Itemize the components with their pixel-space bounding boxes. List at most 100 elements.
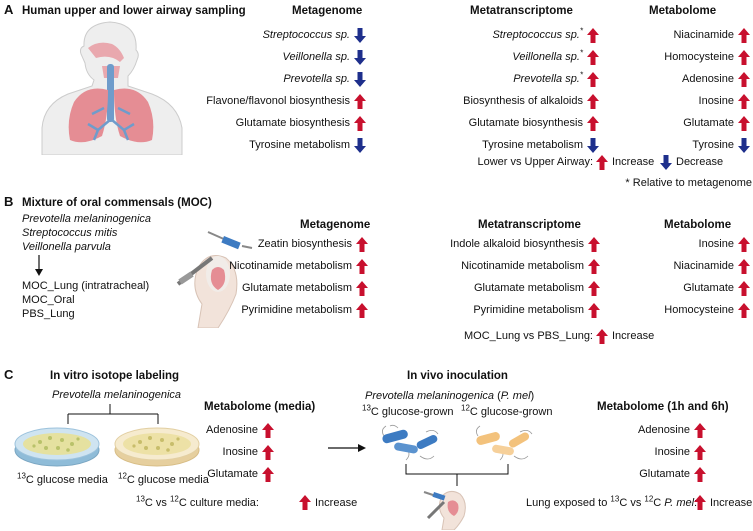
human-airway-illustration [41,21,183,155]
metric-label: Adenosine [638,424,690,436]
a-metatranscriptome-header: Metatranscriptome [470,5,573,17]
metric-label: Tyrosine metabolism [249,139,350,151]
right-arrow-line [328,444,366,452]
up-arrow-icon [588,259,600,274]
metric-label: Inosine [698,238,734,250]
panel-c-letter: C [4,367,14,382]
up-arrow-icon [587,50,599,65]
b-group-3: PBS_Lung [22,308,75,320]
c-invitro-species: Prevotella melaninogenica [52,389,182,401]
metric-label: Glutamate metabolism [241,282,352,294]
c-invivo-title: In vivo inoculation [407,370,508,382]
up-arrow-icon [588,303,600,318]
down-arrow-icon [660,155,672,170]
up-arrow-icon [738,237,750,252]
up-arrow-icon [694,423,706,438]
panel-b-title: Mixture of oral commensals (MOC) [22,197,212,209]
up-arrow-icon [694,467,706,482]
up-arrow-icon [738,94,750,109]
metric-label: Glutamate biosynthesis [468,117,583,129]
up-arrow-icon [356,259,368,274]
up-arrow-icon [596,155,608,170]
metric-label: Nicotinamide metabolism [461,260,584,272]
metric-label: Biosynthesis of alkaloids [463,95,583,107]
up-arrow-icon [262,423,274,438]
metric-label: Homocysteine [664,51,734,63]
down-arrow-icon [354,72,366,87]
up-arrow-icon [356,281,368,296]
metric-label: Flavone/flavonol biosynthesis [206,95,350,107]
down-arrow-line [35,255,43,276]
up-arrow-icon [738,72,750,87]
up-arrow-icon [738,303,750,318]
c-media-legend: 13C vs 12C culture media: [136,494,259,509]
up-arrow-icon [587,72,599,87]
metric-label: Glutamate [683,117,734,129]
metric-label: Glutamate [683,282,734,294]
b-metabolome-header: Metabolome [664,219,732,231]
metric-label: Tyrosine metabolism [482,139,583,151]
c-invivo-species: Prevotella melaninogenica (P. mel) [365,390,535,402]
metric-label: Inosine [654,446,690,458]
mouse-inoculation-small-illustration [423,490,466,530]
c-media-header: Metabolome (media) [204,401,316,413]
c-grown-13c-label: 13C glucose-grown [362,403,454,418]
metric-label: Pyrimidine metabolism [473,304,584,316]
metric-label: Niacinamide [673,29,734,41]
bacteria-12c-icon [476,425,533,461]
b-species-3: Veillonella parvula [22,241,111,253]
metric-label: Veillonella sp.* [512,48,583,63]
down-arrow-icon [354,50,366,65]
up-arrow-icon [738,281,750,296]
up-arrow-icon [738,116,750,131]
b-group-1: MOC_Lung (intratracheal) [22,280,150,292]
c-lung-legend: Lung exposed to 13C vs 12C P. mel: [526,494,698,509]
metric-label: Glutamate [207,468,258,480]
a-legend-prefix: Lower vs Upper Airway: [477,156,593,168]
c-lung-legend-increase: Increase [710,497,753,509]
metric-label: Tyrosine [692,139,734,151]
down-arrow-icon [354,138,366,153]
up-arrow-icon [356,237,368,252]
up-arrow-icon [262,445,274,460]
up-arrow-icon [262,467,274,482]
up-arrow-icon [588,281,600,296]
b-species-1: Prevotella melaninogenica [22,213,152,225]
c-dish-12c-label: 12C glucose media [118,471,209,486]
c-media-legend-increase: Increase [315,497,358,509]
a-metabolome-header: Metabolome [649,5,717,17]
up-arrow-icon [738,28,750,43]
up-arrow-icon [354,94,366,109]
c-lung-header: Metabolome (1h and 6h) [597,401,729,413]
metric-label: Indole alkaloid biosynthesis [450,238,584,250]
metric-label: Streptococcus sp.* [492,26,583,41]
a-legend-decrease: Decrease [676,156,724,168]
metric-label: Prevotella sp.* [513,70,583,85]
metric-label: Streptococcus sp. [262,29,350,41]
a-footnote: * Relative to metagenome [625,177,752,189]
b-legend-increase: Increase [612,330,655,342]
up-arrow-icon [354,116,366,131]
metric-label: Veillonella sp. [282,51,350,63]
petri-dish-12c-icon [114,427,200,467]
up-arrow-icon [738,50,750,65]
metric-label: Zeatin biosynthesis [257,238,352,250]
metric-label: Adenosine [206,424,258,436]
metric-label: Glutamate biosynthesis [235,117,350,129]
down-arrow-icon [587,138,599,153]
up-arrow-icon [694,445,706,460]
metric-label: Glutamate metabolism [473,282,584,294]
metric-label: Prevotella sp. [283,73,350,85]
bacteria-13c-icon [382,424,439,461]
b-group-2: MOC_Oral [22,294,75,306]
up-arrow-icon [299,495,311,510]
c-grown-12c-label: 12C glucose-grown [461,403,553,418]
up-arrow-icon [596,329,608,344]
metric-label: Pyrimidine metabolism [241,304,352,316]
up-arrow-icon [738,259,750,274]
b-species-2: Streptococcus mitis [22,227,118,239]
panel-b-letter: B [4,194,14,209]
a-legend-increase: Increase [612,156,655,168]
metric-label: Niacinamide [673,260,734,272]
panel-a-title: Human upper and lower airway sampling [22,5,246,17]
